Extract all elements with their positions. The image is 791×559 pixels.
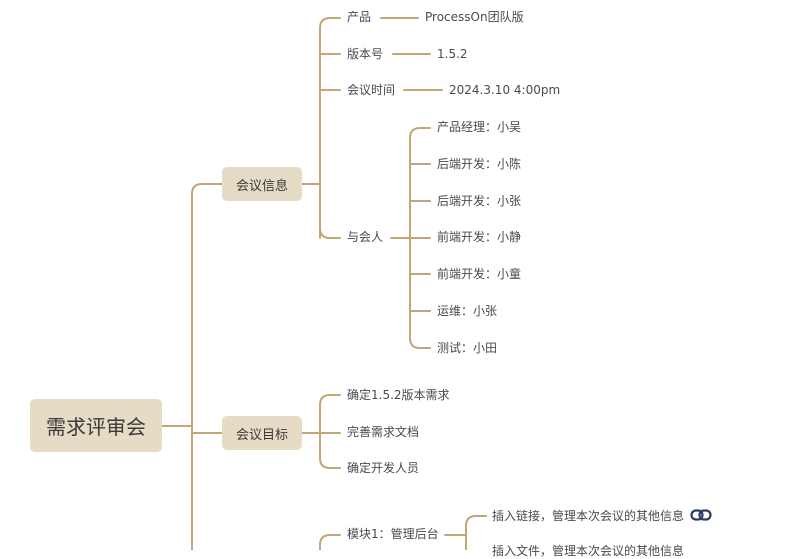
- node-meeting-time[interactable]: 会议时间: [347, 83, 396, 97]
- node-attendee[interactable]: 后端开发：小张: [437, 194, 522, 208]
- connector-trunk: [191, 183, 223, 550]
- node-version-value[interactable]: 1.5.2: [437, 47, 468, 61]
- node-attendee[interactable]: 运维：小张: [437, 304, 498, 318]
- connector-info-spine: [319, 17, 341, 239]
- node-module1-note[interactable]: 插入链接，管理本次会议的其他信息: [492, 509, 685, 523]
- node-module1[interactable]: 模块1：管理后台: [347, 527, 439, 541]
- node-attendee[interactable]: 测试：小田: [437, 341, 498, 355]
- branch-meeting-info[interactable]: 会议信息: [222, 167, 302, 201]
- node-meeting-time-value[interactable]: 2024.3.10 4:00pm: [449, 83, 561, 97]
- link-icon[interactable]: [690, 508, 712, 522]
- node-product-value[interactable]: ProcessOn团队版: [425, 10, 524, 24]
- connector-module1-notes: [465, 515, 487, 550]
- node-goal-item[interactable]: 完善需求文档: [347, 425, 420, 439]
- node-version[interactable]: 版本号: [347, 47, 384, 61]
- node-module1-note[interactable]: 插入文件，管理本次会议的其他信息: [492, 544, 685, 558]
- node-product[interactable]: 产品: [347, 10, 372, 24]
- node-goal-item[interactable]: 确定开发人员: [347, 461, 420, 475]
- node-attendee[interactable]: 产品经理：小吴: [437, 120, 522, 134]
- connector-attendees-spine: [409, 127, 431, 339]
- connector-goal-spine: [319, 394, 341, 459]
- node-goal-item[interactable]: 确定1.5.2版本需求: [347, 388, 450, 402]
- connector-module1: [319, 534, 341, 550]
- node-attendee[interactable]: 前端开发：小静: [437, 230, 522, 244]
- node-attendees[interactable]: 与会人: [347, 230, 384, 244]
- node-attendee[interactable]: 前端开发：小童: [437, 267, 522, 281]
- root-node[interactable]: 需求评审会: [30, 399, 162, 452]
- node-attendee[interactable]: 后端开发：小陈: [437, 157, 522, 171]
- connector-attendees: [319, 227, 341, 239]
- branch-meeting-goal[interactable]: 会议目标: [222, 416, 302, 450]
